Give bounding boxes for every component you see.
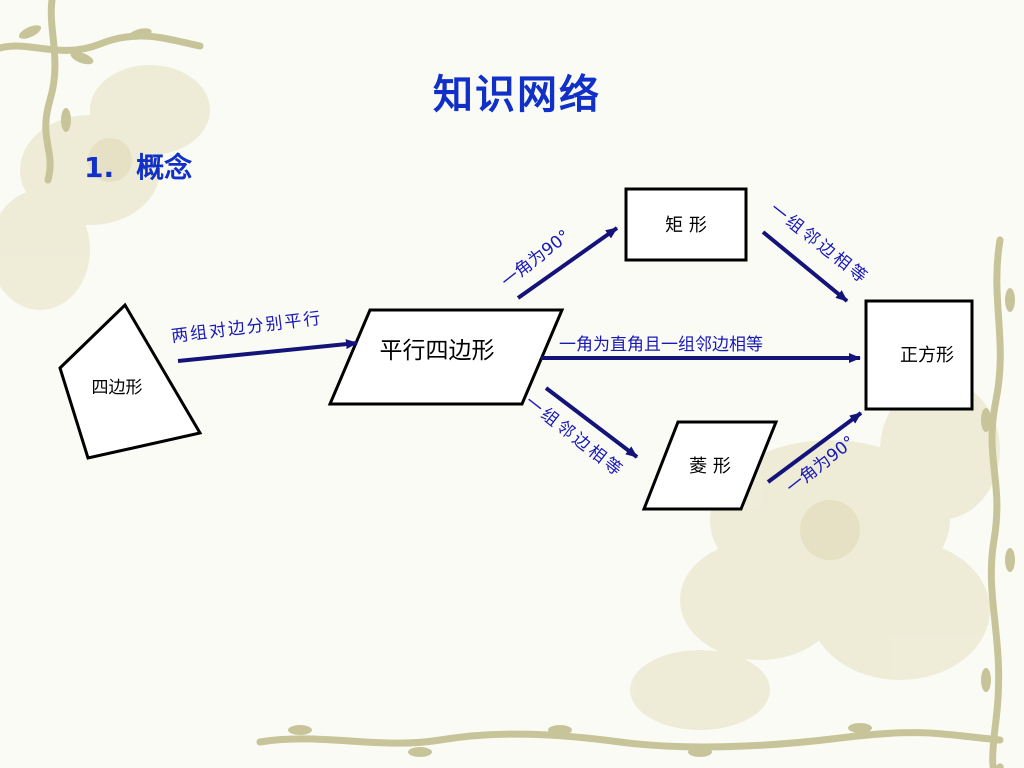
square-shape	[864, 299, 974, 411]
node-rhombus: 菱 形	[689, 456, 731, 477]
node-rectangle: 矩 形	[665, 215, 707, 236]
label-rect-to-square: 一组邻边相等	[766, 199, 873, 289]
arrow-para-to-rect	[516, 226, 619, 300]
rhombus-shape	[641, 420, 779, 511]
arrow-rhombus-to-square	[766, 411, 863, 484]
label-quad-to-para: 两组对边分别平行	[170, 309, 323, 347]
node-quadrilateral: 四边形	[92, 378, 143, 398]
parallelogram-shape	[327, 308, 565, 406]
page-title: 知识网络	[433, 72, 601, 118]
label-para-to-rect: 一角为90°	[498, 226, 574, 292]
arrow-quad-to-para	[177, 339, 358, 363]
section-heading: 1. 概念	[84, 146, 192, 186]
quadrilateral-shape	[58, 302, 203, 460]
node-parallelogram: 平行四边形	[380, 338, 495, 364]
section-number: 1.	[84, 151, 115, 184]
arrow-rect-to-square	[761, 230, 849, 303]
section-title: 概念	[136, 151, 193, 184]
rectangle-shape	[624, 187, 748, 262]
arrow-para-to-rhombus	[544, 386, 639, 459]
node-square: 正方形	[900, 345, 954, 366]
label-para-to-square: 一角为直角且一组邻边相等	[559, 335, 763, 355]
